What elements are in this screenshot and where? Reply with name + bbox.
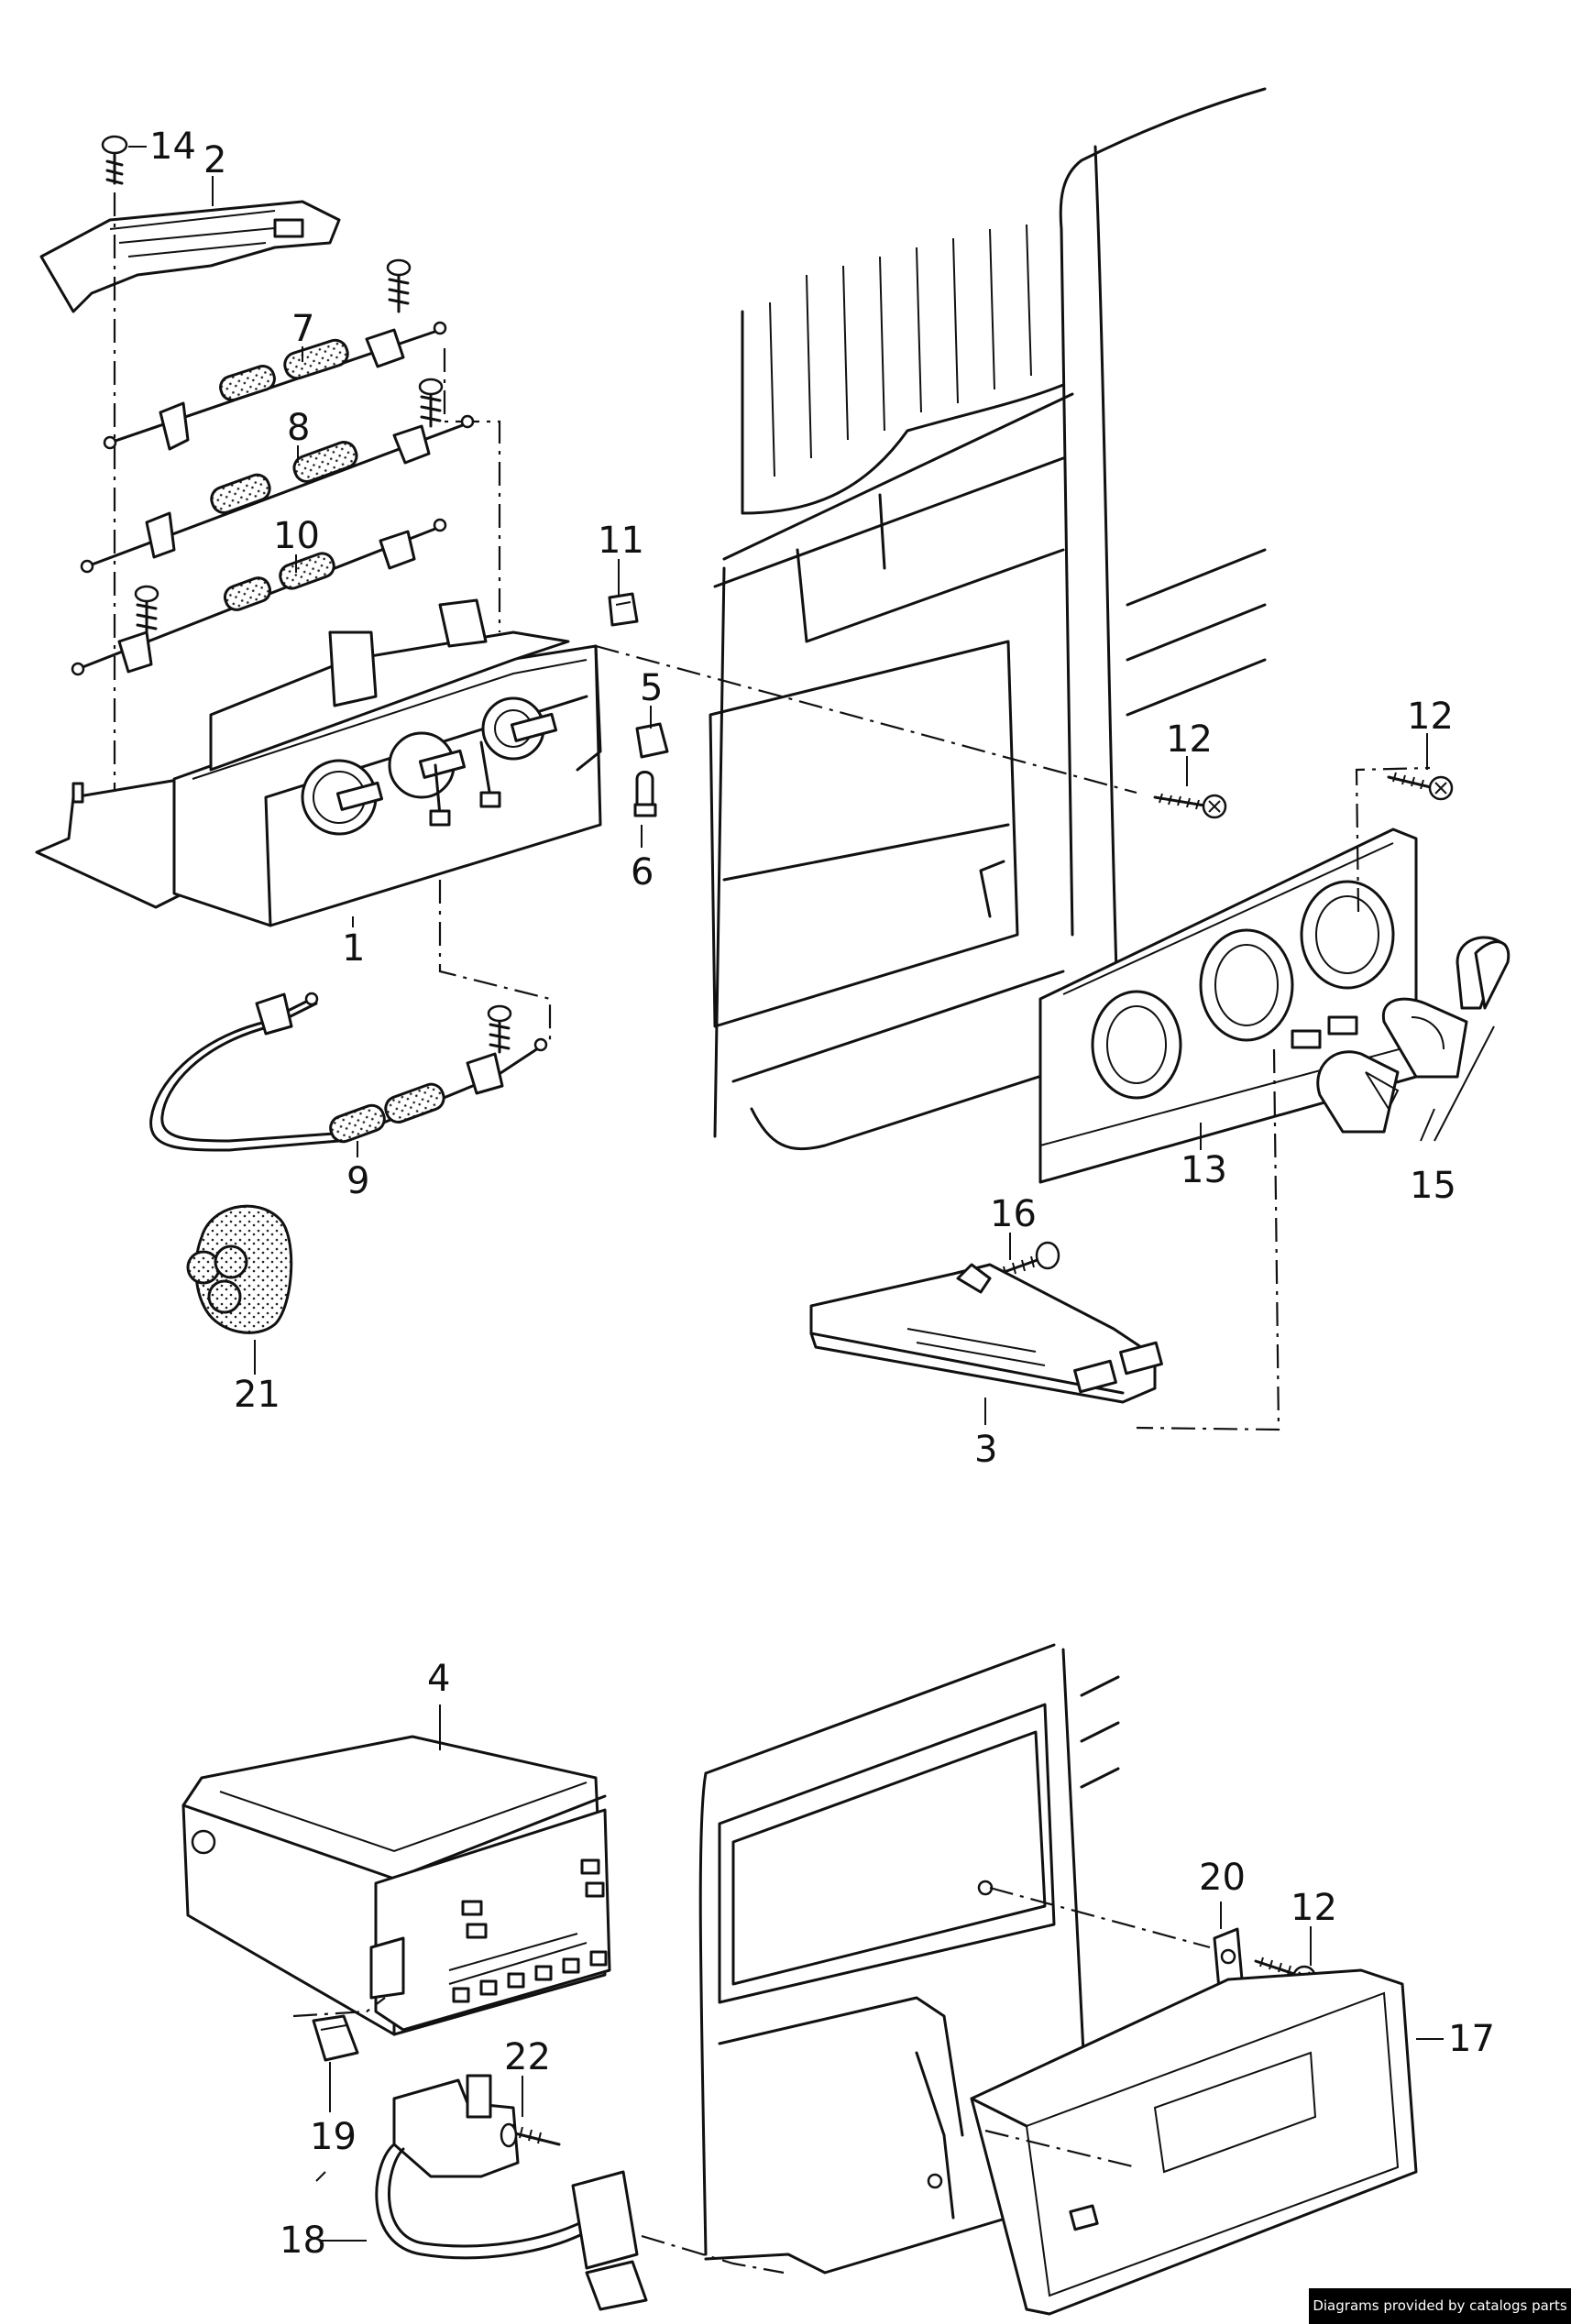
label-part-21: 21: [234, 1374, 280, 1416]
part-16-screw: [997, 1241, 1060, 1278]
part-5-bulb-holder: [635, 722, 669, 759]
alignment-line-housing: [595, 644, 1137, 795]
part-14-screw: [101, 135, 128, 185]
part-19-clip: [312, 2014, 359, 2062]
label-part-7: 7: [291, 308, 314, 350]
label-part-12-a: 12: [1166, 718, 1213, 761]
part-17-cover-panel: [970, 1968, 1418, 2316]
part-18-wiring-harness: [375, 2143, 648, 2311]
part-1-control-housing: [35, 598, 602, 927]
label-part-13: 13: [1181, 1149, 1227, 1191]
part-22-switch: [392, 2074, 561, 2178]
part-10-cable: [71, 518, 447, 676]
label-part-16: 16: [990, 1193, 1037, 1235]
label-part-4: 4: [427, 1658, 450, 1700]
label-part-5: 5: [640, 667, 663, 709]
label-part-10: 10: [273, 515, 320, 557]
alignment-line-bracket: [989, 1886, 1211, 1949]
alignment-line-cover: [984, 2129, 1137, 2169]
label-part-19: 19: [310, 2116, 357, 2158]
part-21-grommet: [186, 1204, 293, 1334]
alignment-line-panel-lower: [1136, 1048, 1280, 1431]
part-6-bulb: [633, 771, 657, 817]
label-part-11: 11: [598, 520, 644, 562]
alignment-line-panel: [1355, 766, 1431, 913]
label-part-17: 17: [1448, 2018, 1495, 2060]
label-part-1: 1: [342, 927, 365, 970]
label-part-2: 2: [203, 139, 226, 181]
label-part-20: 20: [1199, 1857, 1246, 1899]
part-4-control-unit: [181, 1735, 611, 2036]
part-9-cable: [149, 880, 552, 1152]
part-12-screw-a: [1153, 793, 1227, 819]
alignment-line-clip: [292, 1997, 386, 2018]
label-part-12-b: 12: [1407, 696, 1454, 738]
label-part-8: 8: [287, 407, 310, 449]
part-12-screw-b: [1387, 772, 1454, 801]
part-8-cable: [80, 378, 475, 574]
part-11-clip: [608, 592, 639, 627]
alignment-line-mid: [443, 348, 501, 632]
label-part-6: 6: [631, 851, 654, 893]
label-part-12-c: 12: [1291, 1887, 1337, 1929]
dashboard-outline-top: [709, 87, 1267, 1151]
alignment-line-switch: [641, 2234, 785, 2275]
label-part-3: 3: [974, 1429, 997, 1471]
part-2-bracket: [39, 200, 341, 313]
label-part-15: 15: [1410, 1165, 1456, 1207]
label-part-18: 18: [280, 2220, 326, 2262]
part-3-switch-strip: [809, 1263, 1163, 1404]
part-7-cable: [103, 258, 447, 451]
label-part-14: 14: [149, 126, 196, 168]
credit-banner: Diagrams provided by catalogs parts: [1309, 2288, 1571, 2324]
label-part-22: 22: [504, 2036, 551, 2078]
label-part-9: 9: [346, 1160, 369, 1202]
dashboard-outline-bottom: [698, 1643, 1120, 2275]
leader-lines: [128, 146, 1444, 2242]
part-15-knobs: [1316, 936, 1511, 1142]
